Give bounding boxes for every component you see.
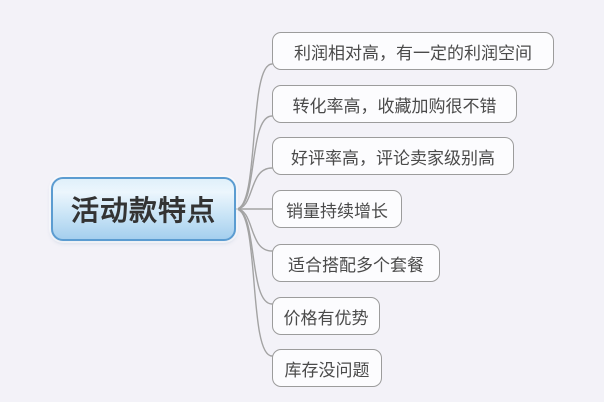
branch-node-bundles[interactable]: 适合搭配多个套餐 [272, 244, 440, 282]
connector-branch-5 [235, 208, 273, 252]
branch-node-reviews[interactable]: 好评率高，评论卖家级别高 [272, 137, 514, 175]
branch-node-inventory[interactable]: 库存没问题 [272, 349, 382, 387]
branch-node-price[interactable]: 价格有优势 [272, 297, 380, 335]
branch-node-sales-growth[interactable]: 销量持续增长 [272, 190, 402, 228]
root-node[interactable]: 活动款特点 [51, 177, 236, 241]
branch-node-label: 价格有优势 [283, 308, 369, 328]
connector-branch-7 [235, 208, 273, 357]
connector-branch-1 [235, 63, 273, 210]
connector-branch-2 [235, 115, 273, 210]
connector-branch-6 [235, 208, 273, 305]
branch-node-label: 利润相对高，有一定的利润空间 [294, 43, 532, 63]
branch-node-label: 销量持续增长 [286, 201, 388, 221]
branch-node-label: 适合搭配多个套餐 [288, 255, 424, 275]
branch-node-conversion[interactable]: 转化率高，收藏加购很不错 [272, 85, 517, 123]
branch-node-profit[interactable]: 利润相对高，有一定的利润空间 [272, 32, 554, 70]
branch-node-label: 好评率高，评论卖家级别高 [291, 148, 495, 168]
root-node-label: 活动款特点 [70, 195, 216, 226]
connector-branch-3 [235, 167, 273, 210]
branch-node-label: 库存没问题 [284, 360, 370, 380]
branch-node-label: 转化率高，收藏加购很不错 [292, 96, 497, 116]
